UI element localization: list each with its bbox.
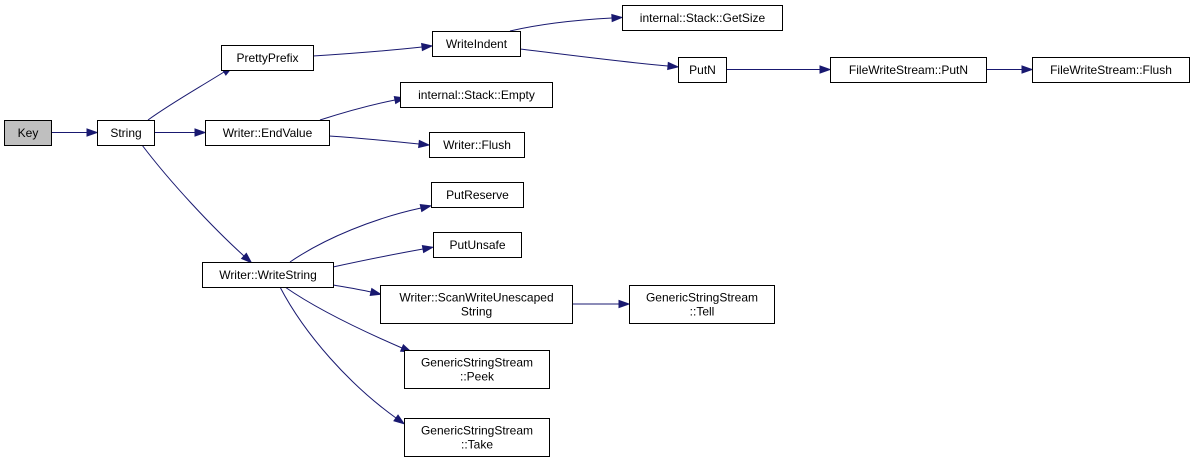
- node-stack-empty[interactable]: internal::Stack::Empty: [400, 82, 553, 108]
- node-label: internal::Stack::GetSize: [640, 11, 766, 25]
- node-label: WriteIndent: [446, 37, 508, 51]
- edge-write-string-to-gss-take: [279, 286, 406, 425]
- node-label: Key: [18, 126, 39, 140]
- node-label: ::Peek: [460, 370, 495, 384]
- node-label: String: [461, 305, 492, 319]
- node-put-reserve[interactable]: PutReserve: [431, 182, 524, 208]
- node-label: Writer::EndValue: [223, 126, 313, 140]
- edge-write-string-to-scan-write: [332, 284, 383, 296]
- node-string[interactable]: String: [97, 120, 155, 146]
- edge-string-to-write-string: [141, 144, 253, 264]
- edge-write-indent-to-putn: [519, 48, 680, 71]
- node-label: PrettyPrefix: [236, 51, 298, 65]
- node-write-string[interactable]: Writer::WriteString: [202, 262, 334, 288]
- node-label: Writer::Flush: [443, 138, 511, 152]
- edge-end-value-to-writer-flush: [328, 135, 431, 149]
- node-label: FileWriteStream::PutN: [849, 63, 968, 77]
- node-label: GenericStringStream: [421, 356, 533, 370]
- node-label: ::Take: [461, 438, 493, 452]
- edge-end-value-to-stack-empty: [319, 95, 407, 121]
- edges-layer: [51, 13, 1034, 425]
- node-putn[interactable]: PutN: [678, 57, 727, 83]
- edge-write-indent-to-stack-getsize: [509, 13, 624, 32]
- node-label: String: [110, 126, 141, 140]
- node-fws-putn[interactable]: FileWriteStream::PutN: [830, 57, 987, 83]
- edge-write-string-to-put-reserve: [289, 203, 433, 263]
- node-key[interactable]: Key: [4, 120, 52, 146]
- edge-pretty-prefix-to-write-indent: [312, 42, 434, 57]
- node-label: PutN: [689, 63, 716, 77]
- node-stack-getsize[interactable]: internal::Stack::GetSize: [622, 5, 783, 31]
- edge-putn-to-fws-putn: [726, 65, 832, 74]
- node-label: ::Tell: [690, 305, 715, 319]
- node-label: FileWriteStream::Flush: [1050, 63, 1172, 77]
- edge-string-to-end-value: [154, 128, 207, 137]
- node-write-indent[interactable]: WriteIndent: [432, 31, 521, 57]
- edge-fws-putn-to-fws-flush: [986, 65, 1034, 74]
- node-gss-take[interactable]: GenericStringStream::Take: [404, 418, 550, 457]
- node-label: Writer::WriteString: [219, 268, 317, 282]
- node-label: Writer::ScanWriteUnescaped: [399, 291, 553, 305]
- edge-string-to-pretty-prefix: [147, 65, 234, 121]
- node-label: internal::Stack::Empty: [418, 88, 535, 102]
- node-end-value[interactable]: Writer::EndValue: [205, 120, 330, 146]
- node-pretty-prefix[interactable]: PrettyPrefix: [221, 45, 314, 71]
- edge-scan-write-to-gss-tell: [572, 299, 631, 309]
- node-label: PutReserve: [446, 188, 509, 202]
- node-label: GenericStringStream: [421, 424, 533, 438]
- node-label: GenericStringStream: [646, 291, 758, 305]
- edge-write-string-to-put-unsafe: [332, 244, 435, 268]
- node-writer-flush[interactable]: Writer::Flush: [429, 132, 525, 158]
- node-label: PutUnsafe: [449, 238, 505, 252]
- edge-key-to-string: [51, 128, 99, 137]
- node-gss-peek[interactable]: GenericStringStream::Peek: [404, 350, 550, 389]
- node-put-unsafe[interactable]: PutUnsafe: [433, 232, 522, 258]
- node-gss-tell[interactable]: GenericStringStream::Tell: [629, 285, 775, 324]
- node-fws-flush[interactable]: FileWriteStream::Flush: [1032, 57, 1190, 83]
